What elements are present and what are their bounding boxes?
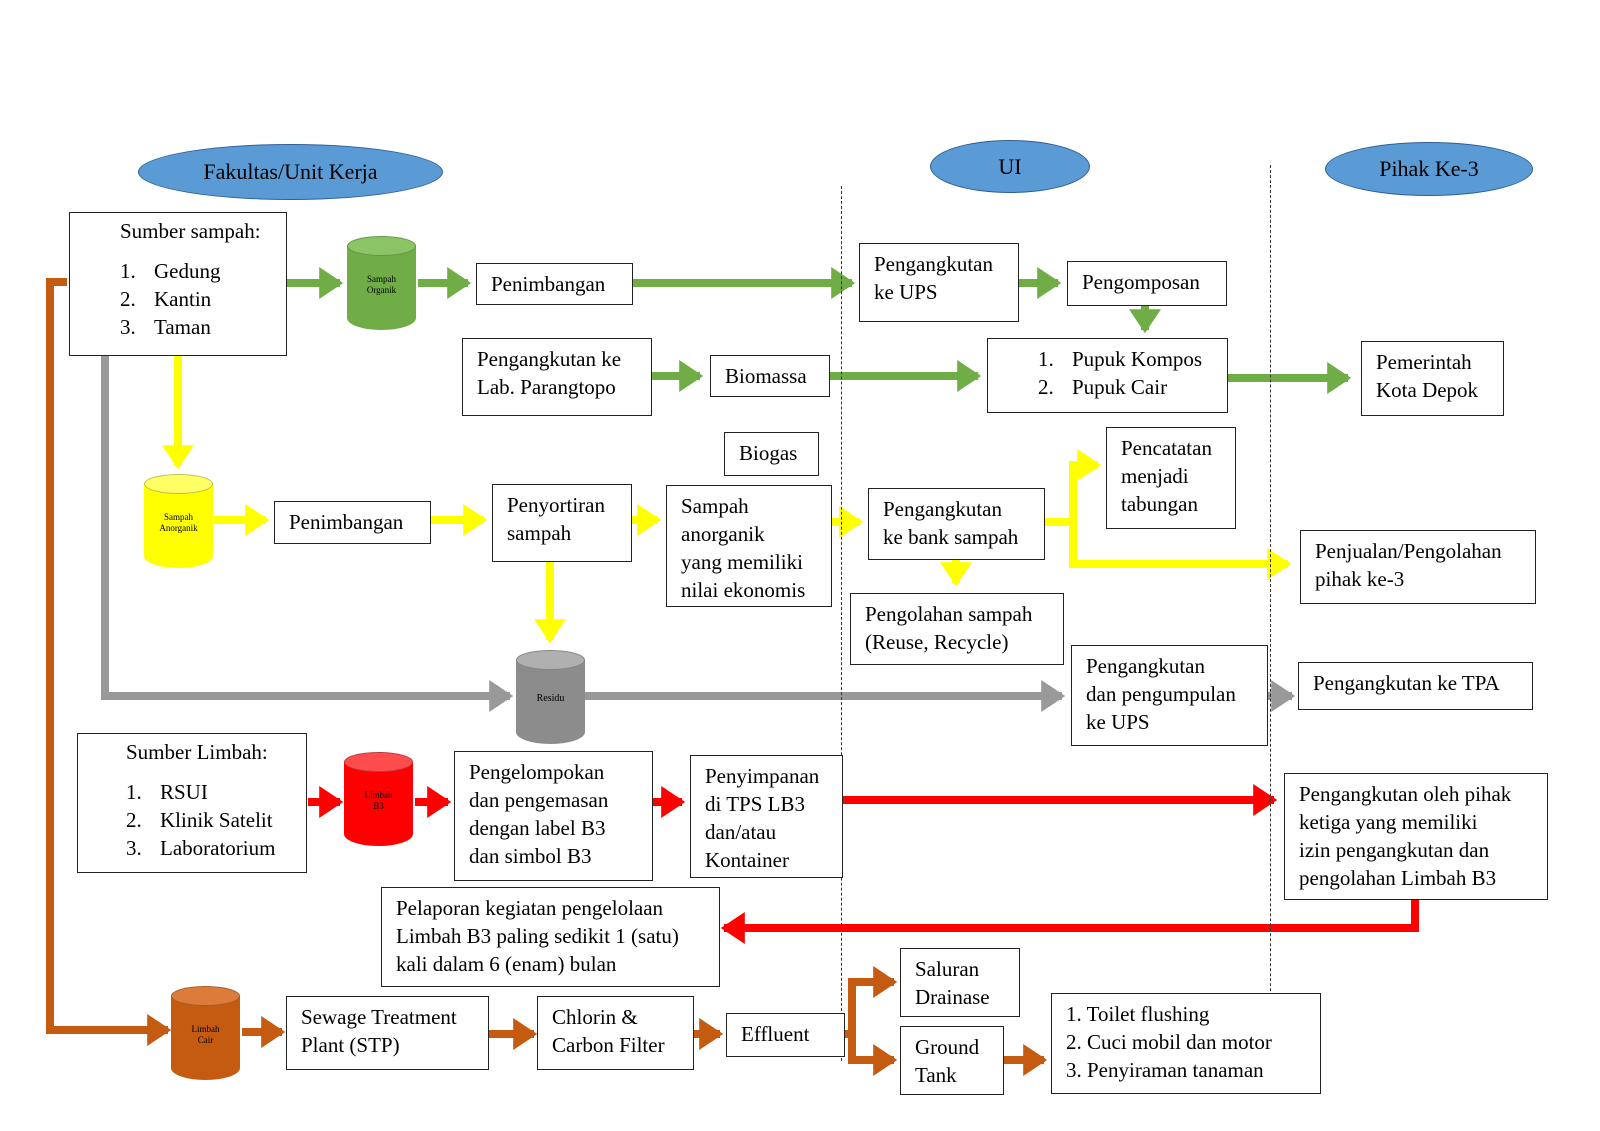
box-saluran-drainase: Saluran Drainase (900, 948, 1020, 1017)
box-penyimpanan: Penyimpanan di TPS LB3 dan/atau Kontaine… (690, 755, 843, 878)
sumber-sampah-list: 1.Gedung 2.Kantin 3.Taman (90, 257, 272, 341)
box-penyortiran: Penyortiran sampah (492, 484, 632, 562)
sumber-limbah-list: 1.RSUI 2.Klinik Satelit 3.Laboratorium (98, 778, 292, 862)
box-bank-sampah: Pengangkutan ke bank sampah (868, 488, 1045, 560)
arrow-pihak-to-pelaporan (720, 900, 1419, 944)
list-item: 3.Laboratorium (126, 836, 276, 860)
box-sumber-sampah: Sumber sampah: 1.Gedung 2.Kantin 3.Taman (69, 212, 287, 356)
box-pengangkutan-lab: Pengangkutan ke Lab. Parangtopo (462, 338, 652, 416)
box-sampah-anorganik: Sampah anorganik yang memiliki nilai eko… (666, 485, 832, 607)
list-item: 2.Pupuk Cair (1038, 375, 1168, 399)
pupuk-list: 1.Pupuk Kompos 2.Pupuk Cair (1038, 345, 1213, 401)
box-sumber-limbah: Sumber Limbah: 1.RSUI 2.Klinik Satelit 3… (77, 733, 307, 873)
arrow-sumber-to-cair (46, 278, 172, 1046)
header-fakultas: Fakultas/Unit Kerja (138, 144, 443, 200)
box-penjualan: Penjualan/Pengolahan pihak ke-3 (1300, 530, 1536, 604)
box-pelaporan: Pelaporan kegiatan pengelolaan Limbah B3… (381, 887, 720, 987)
arrow-sumber-to-residu (101, 355, 514, 712)
box-penimbangan-organik: Penimbangan (476, 263, 633, 305)
box-pengangkutan-ups: Pengangkutan ke UPS (859, 243, 1019, 322)
box-biogas: Biogas (724, 432, 819, 476)
arrow-bank-to-pencatatan (1044, 449, 1102, 526)
divider-fakultas-ui (841, 186, 842, 1061)
header-pihak-ke-3: Pihak Ke-3 (1325, 142, 1533, 196)
box-pengolahan: Pengolahan sampah (Reuse, Recycle) (850, 593, 1064, 665)
box-pengangkutan-tpa: Pengangkutan ke TPA (1298, 662, 1533, 710)
box-pemerintah: Pemerintah Kota Depok (1361, 341, 1504, 416)
list-item: 2.Klinik Satelit (126, 808, 273, 832)
list-item: 1.Pupuk Kompos (1038, 347, 1203, 371)
header-ui: UI (930, 140, 1090, 193)
arrow-effluent-to-ground (848, 1034, 898, 1076)
box-ground-tank: Ground Tank (900, 1026, 1004, 1095)
box-pengomposan: Pengomposan (1067, 261, 1227, 306)
box-pupuk: 1.Pupuk Kompos 2.Pupuk Cair (987, 338, 1228, 413)
list-item: 1.Gedung (120, 259, 221, 283)
cylinder-residu: Residu (516, 650, 585, 744)
box-stp: Sewage Treatment Plant (STP) (286, 996, 489, 1070)
box-reuse-air: 1. Toilet flushing 2. Cuci mobil dan mot… (1051, 993, 1321, 1094)
box-chlorin: Chlorin & Carbon Filter (537, 996, 694, 1070)
box-pengangkutan-pihak-ketiga: Pengangkutan oleh pihak ketiga yang memi… (1284, 773, 1548, 900)
arrow-effluent-to-saluran (845, 966, 898, 1038)
arrow-bank-to-penjualan (1069, 522, 1292, 580)
box-pengumpulan-ups: Pengangkutan dan pengumpulan ke UPS (1071, 645, 1268, 746)
box-penimbangan-anorganik: Penimbangan (274, 501, 431, 544)
box-biomassa: Biomassa (710, 355, 830, 397)
divider-ui-pihak (1270, 165, 1271, 1061)
box-pengelompokan: Pengelompokan dan pengemasan dengan labe… (454, 751, 653, 881)
list-item: 2.Kantin (120, 287, 212, 311)
list-item: 1.RSUI (126, 780, 208, 804)
box-effluent: Effluent (726, 1013, 845, 1057)
box-pencatatan: Pencatatan menjadi tabungan (1106, 427, 1236, 529)
list-item: 3.Taman (120, 315, 211, 339)
